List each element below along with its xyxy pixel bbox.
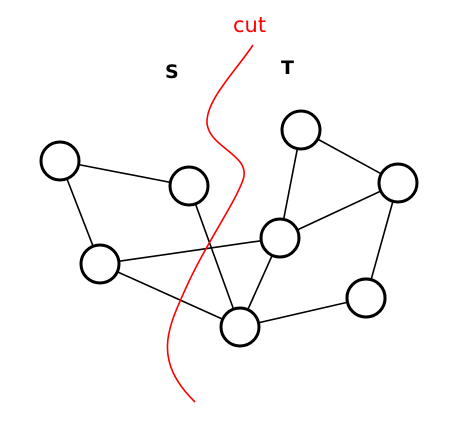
edge-n1-n3 <box>59 160 190 187</box>
cut-label: cut <box>233 13 266 37</box>
edge-n3-n8 <box>188 185 241 328</box>
edge-n9-n8 <box>239 297 367 328</box>
graph-node-n4 <box>280 109 322 151</box>
graph-node-n1 <box>39 140 81 182</box>
graph-node-n3 <box>168 165 210 207</box>
edge-n5-n6 <box>279 182 399 239</box>
edge-n2-n8 <box>99 263 241 328</box>
edge-n2-n5 <box>99 237 281 265</box>
graph-node-n6 <box>377 162 419 204</box>
nodes-group <box>39 109 419 348</box>
graph-node-n9 <box>345 277 387 319</box>
set-t-label: T <box>281 57 294 79</box>
cut-curve <box>166 44 254 403</box>
graph-node-n8 <box>219 306 261 348</box>
graph-node-n5 <box>259 217 301 259</box>
graph-node-n2 <box>79 243 121 285</box>
set-s-label: S <box>165 61 179 83</box>
